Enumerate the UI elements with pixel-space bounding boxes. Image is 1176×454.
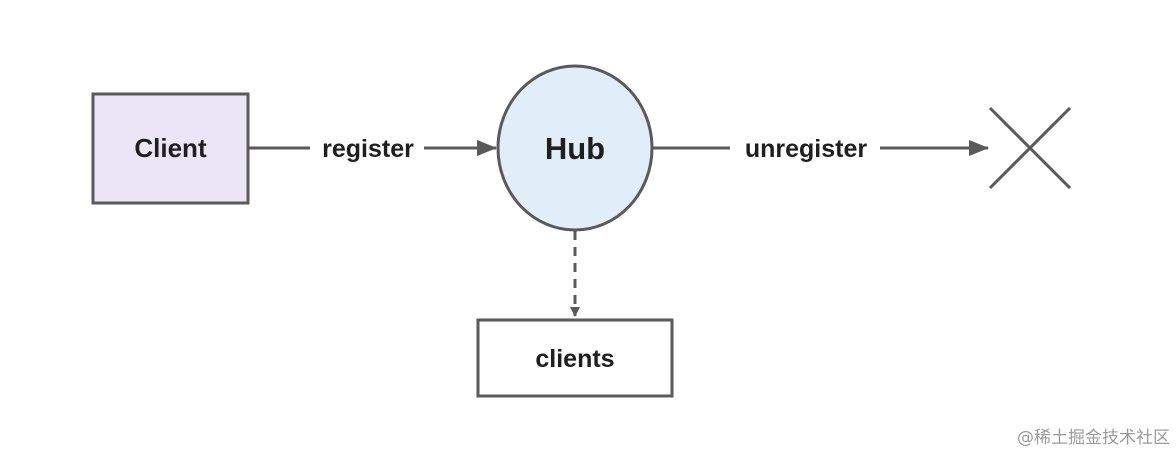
hub-node: Hub [496,64,654,232]
client-node: Client [91,92,250,205]
client-box [91,92,250,205]
clients-box [476,318,674,398]
close-icon [988,106,1072,190]
clients-label: clients [535,345,614,373]
register-edge: register [248,135,497,163]
register-edge-label: register [322,135,414,163]
clients-node: clients [476,318,674,398]
watermark: @稀土掘金技术社区 [1017,428,1170,448]
unregister-edge-label: unregister [745,135,868,163]
hub-label: Hub [545,131,605,166]
client-label: Client [134,133,207,163]
unregister-edge: unregister [652,135,989,163]
